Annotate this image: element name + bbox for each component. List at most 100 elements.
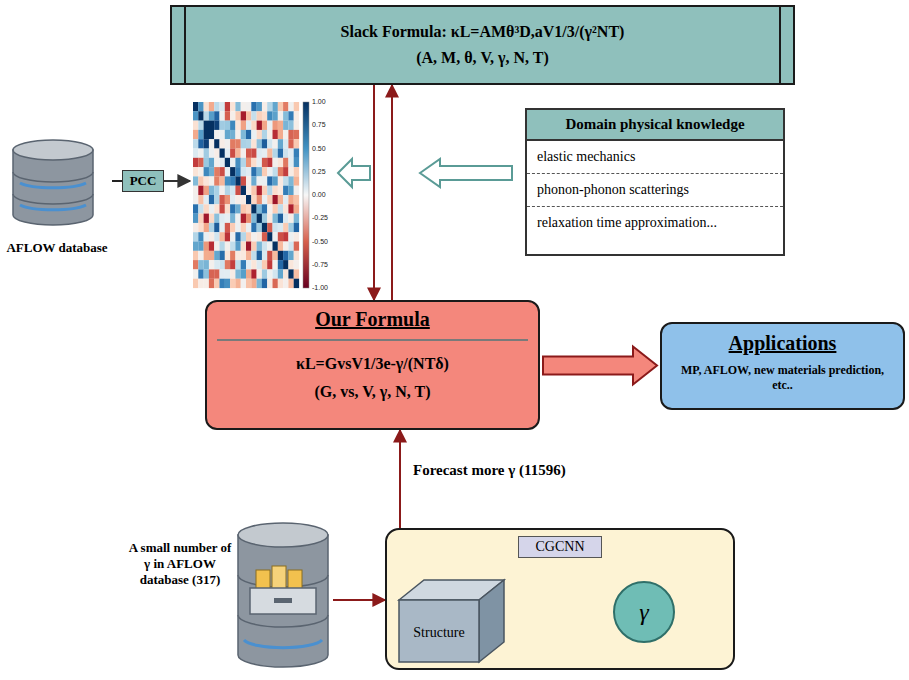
heatmap-cell — [251, 102, 256, 111]
heatmap-cell — [235, 102, 240, 111]
heatmap-cell — [209, 121, 214, 130]
heatmap-cell — [220, 186, 225, 195]
heatmap-cell — [204, 204, 209, 213]
heatmap-cell — [193, 167, 198, 176]
heatmap-cell — [198, 204, 203, 213]
heatmap-cell — [214, 269, 219, 278]
connector-arrow — [399, 430, 401, 528]
heatmap-cell — [214, 232, 219, 241]
heatmap-cell — [246, 139, 251, 148]
heatmap-cell — [246, 121, 251, 130]
heatmap-cell — [267, 158, 272, 167]
heatmap-cell — [241, 204, 246, 213]
heatmap-cell — [283, 242, 288, 251]
heatmap-cell — [241, 279, 246, 288]
heatmap-cell — [204, 242, 209, 251]
heatmap-cell — [251, 139, 256, 148]
heatmap-cell — [283, 139, 288, 148]
heatmap-cell — [257, 269, 262, 278]
heatmap-cell — [225, 232, 230, 241]
heatmap-cell — [288, 251, 293, 260]
heatmap-cell — [241, 167, 246, 176]
heatmap-cell — [257, 251, 262, 260]
heatmap-cell — [225, 176, 230, 185]
heatmap-cell — [288, 195, 293, 204]
heatmap-cell — [283, 260, 288, 269]
heatmap-cell — [214, 158, 219, 167]
heatmap-cell — [251, 269, 256, 278]
heatmap-cell — [193, 102, 198, 111]
heatmap-cell — [278, 149, 283, 158]
heatmap-cell — [204, 186, 209, 195]
hollow-arrow — [420, 159, 512, 187]
heatmap-cell — [198, 232, 203, 241]
heatmap-cell — [204, 260, 209, 269]
heatmap-cell — [257, 111, 262, 120]
heatmap-cell — [288, 279, 293, 288]
heatmap-cell — [251, 242, 256, 251]
heatmap-cell — [198, 176, 203, 185]
colorbar-tick: -1.00 — [312, 284, 328, 292]
colorbar-tick: 0.75 — [312, 121, 326, 129]
heatmap-cell — [283, 204, 288, 213]
heatmap-cell — [225, 186, 230, 195]
database-cylinder — [13, 140, 93, 225]
heatmap-cell — [246, 111, 251, 120]
heatmap-cell — [267, 195, 272, 204]
heatmap-cell — [193, 149, 198, 158]
heatmap-cell — [288, 111, 293, 120]
heatmap-cell — [204, 149, 209, 158]
heatmap-cell — [225, 195, 230, 204]
heatmap-cell — [198, 251, 203, 260]
heatmap-cell — [214, 223, 219, 232]
heatmap-cell — [262, 102, 267, 111]
heatmap-cell — [198, 102, 203, 111]
colorbar-tick: 0.50 — [312, 145, 326, 153]
heatmap-cell — [262, 260, 267, 269]
heatmap-cell — [251, 121, 256, 130]
heatmap-cell — [294, 167, 299, 176]
heatmap-cell — [198, 223, 203, 232]
heatmap-cell — [220, 279, 225, 288]
heatmap-cell — [246, 232, 251, 241]
heatmap-cell — [288, 269, 293, 278]
heatmap-cell — [278, 186, 283, 195]
heatmap-cell — [251, 167, 256, 176]
heatmap-cell — [294, 260, 299, 269]
heatmap-cell — [267, 232, 272, 241]
connector-arrow — [333, 599, 385, 601]
heatmap-cell — [294, 149, 299, 158]
heatmap-cell — [241, 121, 246, 130]
node-heading: A small number of γ in AFLOW database (3… — [128, 540, 232, 588]
heatmap-cell — [262, 121, 267, 130]
heatmap-cell — [246, 279, 251, 288]
heatmap-cell — [225, 279, 230, 288]
heatmap-cell — [235, 204, 240, 213]
heatmap-cell — [262, 269, 267, 278]
heatmap-cell — [267, 251, 272, 260]
heatmap-cell — [220, 130, 225, 139]
heatmap-cell — [198, 242, 203, 251]
heatmap-cell — [294, 232, 299, 241]
heatmap-cell — [225, 223, 230, 232]
heatmap-cell — [220, 102, 225, 111]
node-text: elastic mechanics — [527, 141, 783, 173]
heatmap-cell — [267, 176, 272, 185]
database-cabinet — [238, 523, 328, 667]
heatmap-cell — [257, 195, 262, 204]
heatmap-cell — [283, 279, 288, 288]
heatmap-cell — [241, 269, 246, 278]
heatmap-cell — [246, 251, 251, 260]
heatmap-cell — [246, 167, 251, 176]
heatmap-cell — [288, 167, 293, 176]
circle-shape — [614, 582, 674, 642]
cylinder-band — [13, 172, 93, 182]
heatmap-cell — [214, 130, 219, 139]
heatmap-cell — [294, 279, 299, 288]
drawer — [250, 588, 316, 614]
model-panel: CGCNNStructureγ — [385, 528, 735, 670]
heatmap-cell — [214, 260, 219, 269]
heatmap-cell — [225, 139, 230, 148]
heatmap-cell — [214, 121, 219, 130]
heatmap-cell — [230, 242, 235, 251]
